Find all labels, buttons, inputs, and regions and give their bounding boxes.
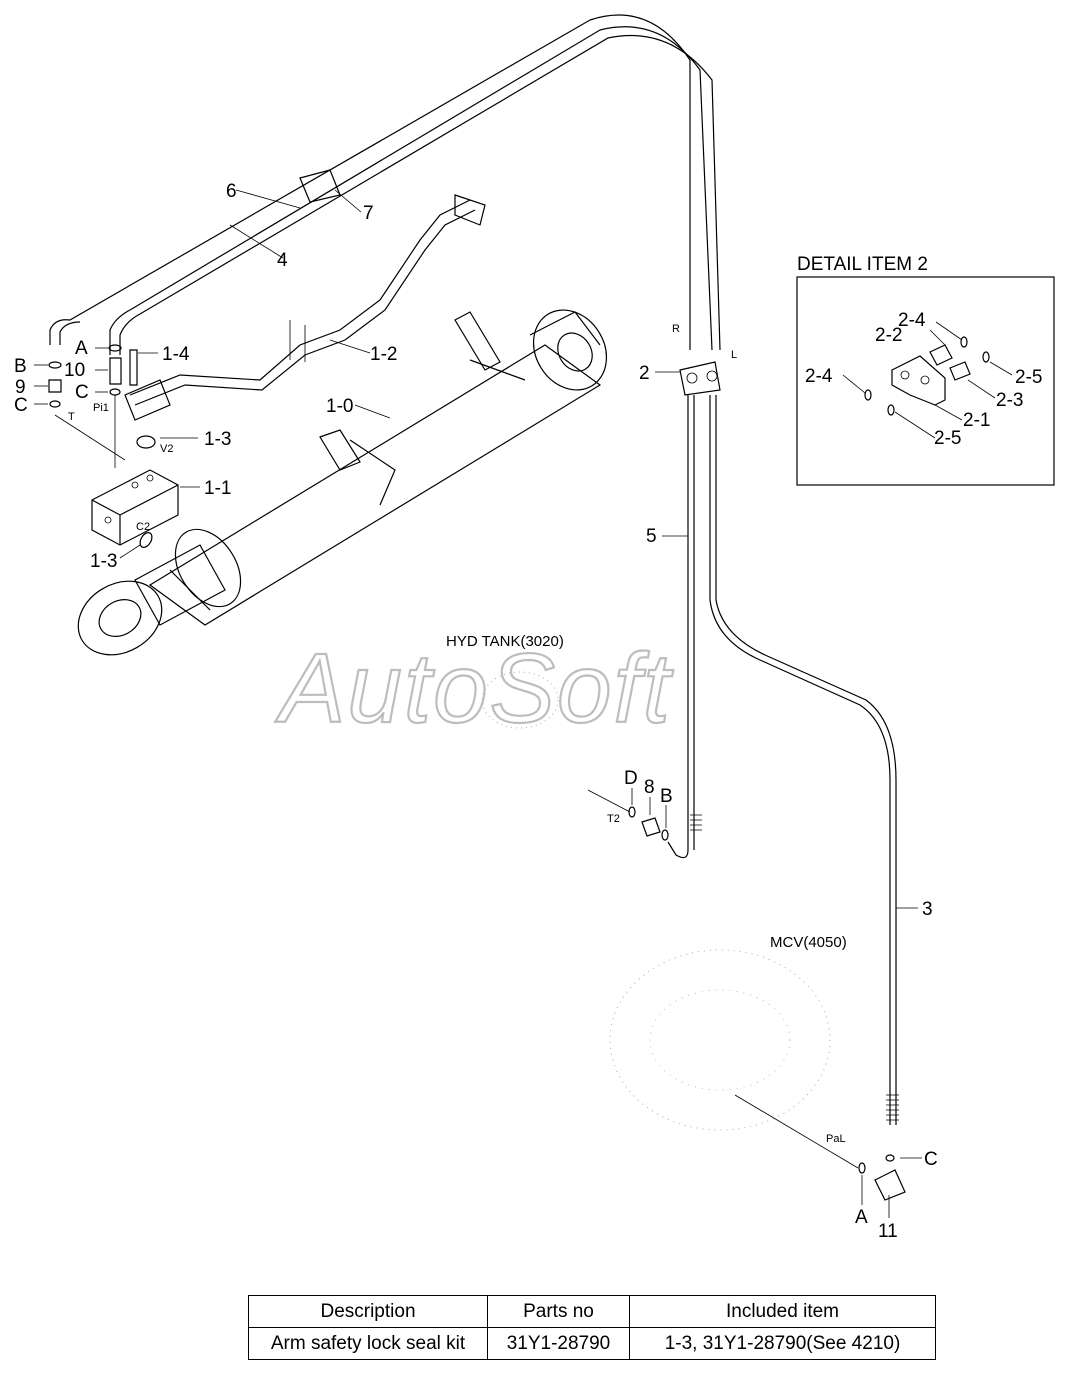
callout-a-left: A <box>75 338 88 359</box>
callout-3: 3 <box>922 899 933 920</box>
cell-included-item: 1-3, 31Y1-28790(See 4210) <box>629 1327 936 1360</box>
callout-1-0: 1-0 <box>326 396 353 417</box>
detail-title: DETAIL ITEM 2 <box>797 254 928 275</box>
detail-callout-2-2: 2-2 <box>875 325 902 346</box>
leader-lines <box>34 189 922 1218</box>
callout-7: 7 <box>363 203 374 224</box>
seal-kit-table: Description Parts no Included item Arm s… <box>248 1295 936 1360</box>
ghost-references <box>481 671 831 1131</box>
arm-cylinder <box>77 309 608 656</box>
bracket-and-pipes <box>667 361 899 1125</box>
callout-2: 2 <box>639 363 650 384</box>
port-pi1: Pi1 <box>93 402 109 414</box>
callout-8: 8 <box>644 777 655 798</box>
detail-callout-2-1: 2-1 <box>963 410 990 431</box>
watermark-text: AutoSoft <box>275 633 674 743</box>
port-t2: T2 <box>607 813 620 825</box>
detail-callout-2-4-top: 2-4 <box>898 310 926 331</box>
callout-1-4: 1-4 <box>162 344 190 365</box>
detail-frame <box>796 276 1055 486</box>
port-t: T <box>68 411 75 423</box>
callout-1-2: 1-2 <box>370 344 397 365</box>
callout-9: 9 <box>15 377 26 398</box>
callout-1-3-upper: 1-3 <box>204 429 231 450</box>
callout-11: 11 <box>878 1221 898 1242</box>
header-parts-no: Parts no <box>487 1295 630 1328</box>
detail-callout-2-3: 2-3 <box>996 390 1023 411</box>
left-fittings <box>48 344 156 548</box>
table-header-row: Description Parts no Included item <box>248 1295 936 1328</box>
callout-5: 5 <box>646 526 657 547</box>
callout-a-right: A <box>855 1207 868 1228</box>
callout-b-tank: B <box>660 786 673 807</box>
callout-c-right: C <box>924 1149 938 1170</box>
tank-fittings <box>587 789 669 841</box>
header-description: Description <box>248 1295 488 1328</box>
callout-1-3-lower: 1-3 <box>90 551 117 572</box>
port-c2: C2 <box>136 521 150 533</box>
port-pal: PaL <box>826 1133 846 1145</box>
callout-c-left: C <box>75 382 89 403</box>
cell-description: Arm safety lock seal kit <box>248 1327 488 1360</box>
callout-4: 4 <box>277 250 288 271</box>
detail-callout-2-5-bottom: 2-5 <box>934 428 961 449</box>
cell-parts-no: 31Y1-28790 <box>487 1327 630 1360</box>
port-l: L <box>731 349 737 361</box>
detail-callout-2-5-right: 2-5 <box>1015 367 1042 388</box>
table-row: Arm safety lock seal kit 31Y1-28790 1-3,… <box>248 1327 936 1360</box>
header-included-item: Included item <box>629 1295 936 1328</box>
safety-valve-block <box>91 469 179 546</box>
callout-c-far-left: C <box>14 395 28 416</box>
detail-item-2-panel: DETAIL ITEM 2 2-4 2-2 2-5 2-4 2-3 2-1 2-… <box>796 254 1055 486</box>
callout-1-1: 1-1 <box>204 478 231 499</box>
hyd-tank-label: HYD TANK(3020) <box>446 633 564 650</box>
tee-fitting <box>734 1094 906 1201</box>
mcv-label: MCV(4050) <box>770 934 847 951</box>
detail-callout-2-4-left: 2-4 <box>805 366 833 387</box>
port-r: R <box>672 323 680 335</box>
callout-6: 6 <box>226 181 237 202</box>
callout-d: D <box>624 768 638 789</box>
hoses-4-6 <box>49 14 721 355</box>
port-v2: V2 <box>160 443 173 455</box>
callout-b-left: B <box>14 356 27 377</box>
callout-10: 10 <box>64 360 85 381</box>
arm-pipe <box>124 194 486 421</box>
